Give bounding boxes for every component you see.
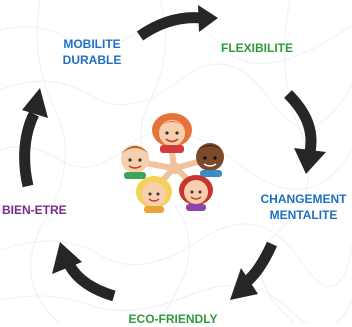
label-bien-etre: BIEN-ETRE [2, 203, 67, 217]
cycle-arrow-3 [230, 241, 278, 300]
label-changement-mentalite-line2: MENTALITE [269, 208, 338, 222]
label-mobilite-durable: MOBILITE DURABLE [52, 36, 132, 68]
label-changement-mentalite: CHANGEMENT MENTALITE [255, 191, 352, 223]
label-flexibilite: FLEXIBILITE [221, 41, 293, 55]
cycle-arrow-5 [19, 88, 48, 188]
children-circle-holding-hands-icon [121, 113, 224, 213]
label-mobilite-durable-line2: DURABLE [62, 53, 122, 67]
label-changement-mentalite-line1: CHANGEMENT [260, 192, 347, 206]
label-eco-friendly: ECO-FRIENDLY [128, 312, 218, 326]
cycle-arrow-2 [284, 90, 326, 174]
cycle-arrow-4 [52, 242, 116, 302]
cycle-arrow-1 [136, 5, 218, 41]
label-mobilite-durable-line1: MOBILITE [63, 37, 121, 51]
